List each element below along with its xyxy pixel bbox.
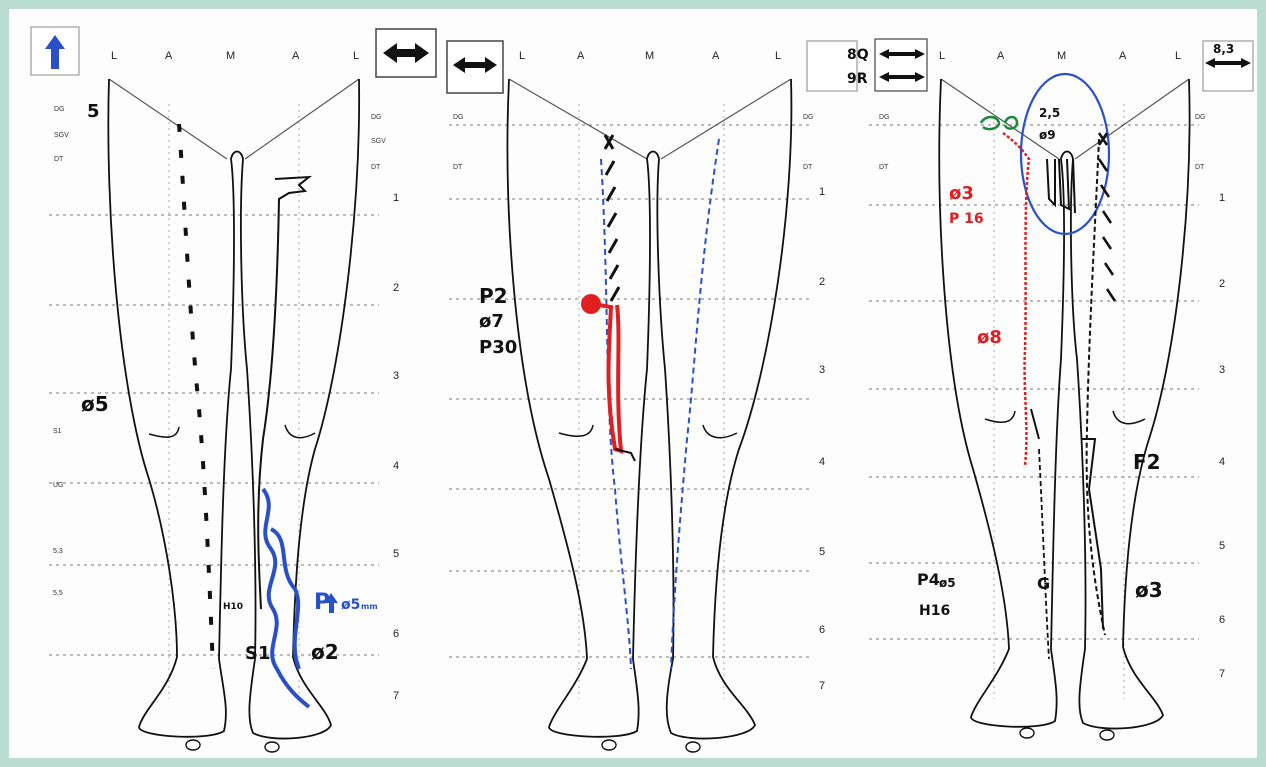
panel-1: L A M A L 1 2 3 4 5 6 7 DG SG bbox=[31, 27, 436, 752]
margin-note: S1 bbox=[53, 428, 62, 435]
note: P2 bbox=[479, 284, 508, 308]
header-letter: L bbox=[111, 50, 117, 62]
horizontal-arrow-box bbox=[875, 39, 927, 91]
zone-label: DG bbox=[1195, 114, 1206, 121]
level-label: 3 bbox=[393, 370, 399, 382]
level-label: 5 bbox=[1219, 540, 1225, 552]
header-letter: L bbox=[519, 50, 525, 62]
note-blue: mm bbox=[361, 602, 378, 611]
margin-note: UG bbox=[53, 482, 64, 489]
diagram-frame: L A M A L 1 2 3 4 5 6 7 DG SG bbox=[9, 9, 1257, 758]
note: 5 bbox=[87, 101, 100, 122]
zone-label: DG bbox=[371, 114, 382, 121]
panel-3: 8Q 9R 8,3 L A M A L 1 2 3 4 5 bbox=[807, 39, 1253, 740]
header-letter: M bbox=[645, 50, 654, 62]
vein-marking bbox=[605, 135, 619, 301]
margin-note: 5,5 bbox=[53, 590, 63, 597]
level-label: 1 bbox=[1219, 192, 1225, 204]
header-letter: A bbox=[165, 50, 173, 62]
vein-marking bbox=[1099, 133, 1115, 301]
note: 8,3 bbox=[1213, 42, 1234, 56]
level-label: 4 bbox=[1219, 456, 1225, 468]
note: 8Q bbox=[847, 47, 869, 63]
note: G bbox=[1037, 574, 1050, 593]
zone-label: DT bbox=[371, 164, 381, 171]
note: ø5 bbox=[81, 392, 109, 416]
highlight-circle bbox=[1021, 74, 1109, 234]
red-vein-marking bbox=[1003, 133, 1029, 465]
zone-label: SGV bbox=[54, 132, 69, 139]
level-label: 2 bbox=[1219, 278, 1225, 290]
note-blue: ø5 bbox=[341, 597, 360, 613]
zone-label: DT bbox=[803, 164, 813, 171]
blue-vein-marking bbox=[601, 159, 631, 669]
panel-2: L A M A L 1 2 3 4 5 6 7 DG D bbox=[447, 41, 825, 752]
note: ø9 bbox=[1039, 128, 1056, 142]
note: ø5 bbox=[939, 576, 956, 590]
level-label: 3 bbox=[819, 364, 825, 376]
zone-label: DG bbox=[803, 114, 814, 121]
legs-outline bbox=[939, 79, 1189, 740]
level-label: 2 bbox=[819, 276, 825, 288]
zone-label: DT bbox=[453, 164, 463, 171]
note: F2 bbox=[1133, 450, 1161, 474]
header-letter: A bbox=[292, 50, 300, 62]
note-red: ø3 bbox=[949, 183, 974, 204]
level-label: 4 bbox=[819, 456, 825, 468]
note: P4 bbox=[917, 570, 940, 589]
zone-label: DT bbox=[1195, 164, 1205, 171]
note-red: ø8 bbox=[977, 327, 1002, 348]
level-label: 7 bbox=[1219, 668, 1225, 680]
header-letter: L bbox=[1175, 50, 1181, 62]
note: S1 bbox=[245, 643, 271, 664]
level-label: 5 bbox=[819, 546, 825, 558]
header-letter: A bbox=[712, 50, 720, 62]
zone-label: SGV bbox=[371, 138, 386, 145]
level-label: 7 bbox=[393, 690, 399, 702]
note: ø3 bbox=[1135, 578, 1163, 602]
note: 9R bbox=[847, 71, 868, 87]
red-point bbox=[581, 294, 601, 314]
level-label: 2 bbox=[393, 282, 399, 294]
header-letter: M bbox=[226, 50, 235, 62]
note: P30 bbox=[479, 337, 517, 358]
header-letter: A bbox=[997, 50, 1005, 62]
note: H10 bbox=[223, 602, 243, 612]
margin-note: 5,3 bbox=[53, 548, 63, 555]
header-letter: L bbox=[939, 50, 945, 62]
header-letter: L bbox=[353, 50, 359, 62]
level-label: 1 bbox=[393, 192, 399, 204]
vein-marking bbox=[1087, 139, 1105, 635]
header-letter: L bbox=[775, 50, 781, 62]
level-label: 4 bbox=[393, 460, 399, 472]
note: ø2 bbox=[311, 640, 339, 664]
level-label: 6 bbox=[1219, 614, 1225, 626]
header-letter: A bbox=[1119, 50, 1127, 62]
zone-label: DG bbox=[54, 106, 65, 113]
note: ø7 bbox=[479, 311, 504, 332]
legs-outline bbox=[508, 79, 792, 752]
note: H16 bbox=[919, 603, 950, 619]
level-label: 3 bbox=[1219, 364, 1225, 376]
blue-vein-marking bbox=[671, 139, 719, 669]
level-label: 6 bbox=[393, 628, 399, 640]
level-label: 5 bbox=[393, 548, 399, 560]
vein-marking bbox=[179, 124, 213, 669]
zone-label: DG bbox=[879, 114, 890, 121]
note-red: P 16 bbox=[949, 211, 984, 227]
note: 2,5 bbox=[1039, 106, 1060, 120]
zone-label: DT bbox=[879, 164, 889, 171]
leg-diagram: L A M A L 1 2 3 4 5 6 7 DG SG bbox=[9, 9, 1257, 758]
zone-label: DT bbox=[54, 156, 64, 163]
level-label: 6 bbox=[819, 624, 825, 636]
zone-label: DG bbox=[453, 114, 464, 121]
level-label: 1 bbox=[819, 186, 825, 198]
header-letter: M bbox=[1057, 50, 1066, 62]
level-label: 7 bbox=[819, 680, 825, 692]
note-blue: P bbox=[314, 590, 330, 615]
header-letter: A bbox=[577, 50, 585, 62]
